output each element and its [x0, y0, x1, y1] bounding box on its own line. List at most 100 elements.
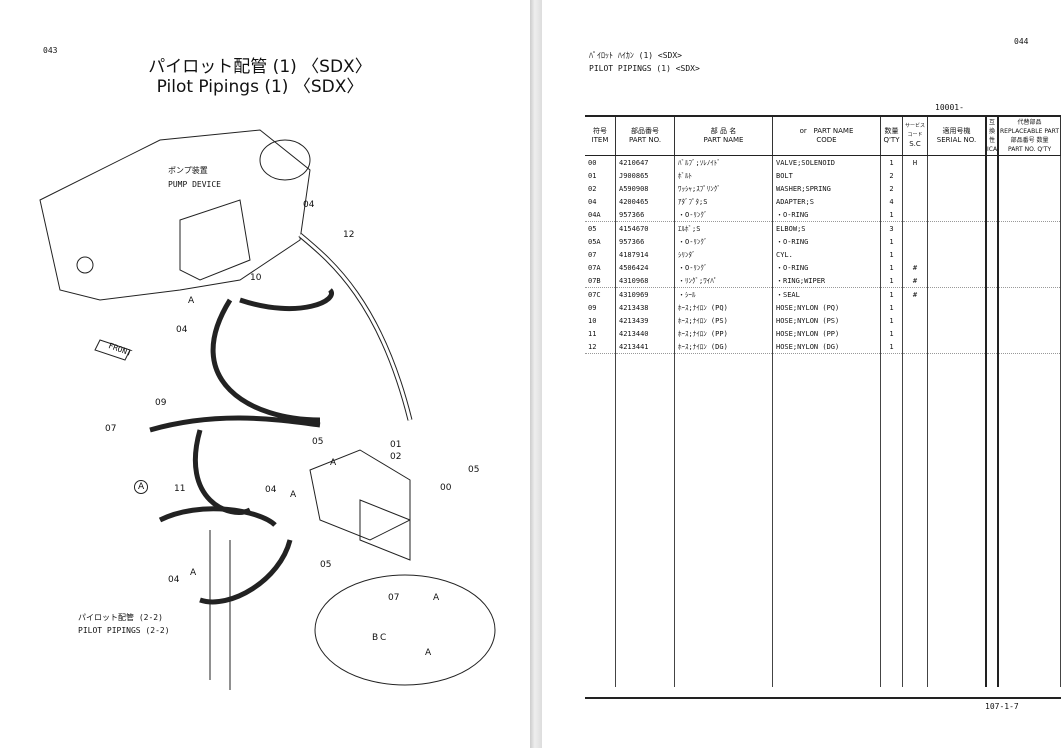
- cell-replaceable: [998, 327, 1061, 340]
- callout-label: 05: [468, 465, 480, 475]
- cell-serial: [927, 208, 987, 222]
- cell-serial: [927, 235, 987, 248]
- left-page: 043 パイロット配管 (1) 〈SDX〉 Pilot Pipings (1) …: [0, 0, 530, 748]
- callout-label: 07: [105, 424, 117, 434]
- cell-item: 05: [585, 221, 616, 235]
- col-partno-en: PART NO.: [628, 136, 662, 144]
- callout-label: 02: [390, 452, 402, 462]
- cell-item: 04A: [585, 208, 616, 222]
- callout-label: A: [330, 458, 337, 468]
- cell-item: 01: [585, 169, 616, 182]
- cell-qty: 1: [880, 261, 903, 274]
- cell-part-no: 4310968: [615, 274, 675, 288]
- col-repl-partno: 部品番号: [1010, 137, 1035, 144]
- cell-replaceable: [998, 155, 1061, 169]
- cell-service-code: [902, 314, 928, 327]
- cell-replaceable: [998, 340, 1061, 354]
- col-repl: 代替部品: [1017, 119, 1042, 126]
- cell-ica: [984, 169, 1000, 182]
- callout-label: 04: [168, 575, 180, 585]
- cell-service-code: [902, 208, 928, 222]
- cell-qty: 1: [880, 235, 903, 248]
- cell-part-name-en: ・RING;WIPER: [772, 274, 881, 288]
- cell-service-code: #: [902, 287, 928, 301]
- cell-part-no: A590908: [615, 182, 675, 195]
- col-item-en: ITEM: [591, 136, 609, 144]
- callout-label: A: [190, 568, 197, 578]
- cell-part-no: 4187914: [615, 248, 675, 261]
- cell-item: 07C: [585, 287, 616, 301]
- right-page: 044 ﾊﾟｲﾛｯﾄ ﾊｲｶﾝ (1) <SDX> PILOT PIPINGS …: [542, 0, 1061, 748]
- cell-part-name-en: HOSE;NYLON (PQ): [772, 301, 881, 314]
- cell-part-name-jp: ・ｼｰﾙ: [674, 287, 773, 301]
- cell-qty: 2: [880, 169, 903, 182]
- callout-label: A: [425, 648, 432, 658]
- col-repl-qty: 数量: [1036, 137, 1049, 144]
- cell-service-code: [902, 340, 928, 354]
- ref-label-jp: パイロット配管 (2-2): [78, 613, 163, 622]
- cell-ica: [984, 274, 1000, 288]
- cell-qty: 1: [880, 327, 903, 340]
- cell-ica: [984, 327, 1000, 340]
- cell-ica: [984, 340, 1000, 354]
- cell-part-no: 4154670: [615, 221, 675, 235]
- cell-serial: [927, 301, 987, 314]
- col-qty: 数量: [884, 127, 899, 135]
- cell-item: 02: [585, 182, 616, 195]
- cell-part-name-en: ・O-RING: [772, 261, 881, 274]
- callout-label: A: [433, 593, 440, 603]
- cell-serial: [927, 340, 987, 354]
- col-partno: 部品番号: [631, 127, 659, 135]
- header-jp: ﾊﾟｲﾛｯﾄ ﾊｲｶﾝ (1) <SDX>: [589, 51, 682, 60]
- cell-qty: 1: [880, 287, 903, 301]
- cell-ica: [984, 195, 1000, 208]
- callout-label: 07: [388, 593, 400, 603]
- cell-part-name-jp: ﾎｰｽ;ﾅｲﾛﾝ (PQ): [674, 301, 773, 314]
- callout-label: A: [290, 490, 297, 500]
- cell-serial: [927, 261, 987, 274]
- cell-ica: [984, 287, 1000, 301]
- cell-service-code: [902, 301, 928, 314]
- cell-part-name-jp: ・O-ﾘﾝｸﾞ: [674, 235, 773, 248]
- cell-qty: 1: [880, 248, 903, 261]
- cell-service-code: [902, 195, 928, 208]
- cell-service-code: [902, 221, 928, 235]
- col-repl-partno-en: PART NO.: [1007, 146, 1036, 153]
- callout-label: B: [372, 633, 379, 643]
- pump-label-jp: ポンプ装置: [168, 166, 208, 175]
- page-footer: 107-1-7: [985, 702, 1019, 711]
- cell-part-name-en: ADAPTER;S: [772, 195, 881, 208]
- cell-ica: [984, 235, 1000, 248]
- cell-replaceable: [998, 208, 1061, 222]
- cell-part-name-en: ・O-RING: [772, 235, 881, 248]
- ref-label-en: PILOT PIPINGS (2-2): [78, 626, 170, 635]
- col-serial-en: SERIAL NO.: [936, 136, 977, 144]
- callout-label: 09: [155, 398, 167, 408]
- pump-label-en: PUMP DEVICE: [168, 180, 221, 189]
- cell-qty: 2: [880, 182, 903, 195]
- cell-part-name-en: ・O-RING: [772, 208, 881, 222]
- callout-label: 04: [176, 325, 188, 335]
- cell-part-name-jp: ﾊﾞﾙﾌﾞ;ｿﾚﾉｲﾄﾞ: [674, 155, 773, 169]
- cell-replaceable: [998, 314, 1061, 327]
- cell-replaceable: [998, 287, 1061, 301]
- cell-part-no: 4213441: [615, 340, 675, 354]
- cell-service-code: [902, 327, 928, 340]
- page-number: 043: [43, 46, 58, 55]
- cell-replaceable: [998, 221, 1061, 235]
- cell-item: 11: [585, 327, 616, 340]
- cell-ica: [984, 208, 1000, 222]
- col-code-2: CODE: [816, 136, 837, 144]
- callout-label: C: [380, 633, 387, 643]
- col-name-en: PART NAME: [703, 136, 744, 144]
- cell-qty: 3: [880, 221, 903, 235]
- cell-serial: [927, 169, 987, 182]
- cell-part-name-jp: ﾎｰｽ;ﾅｲﾛﾝ (PP): [674, 327, 773, 340]
